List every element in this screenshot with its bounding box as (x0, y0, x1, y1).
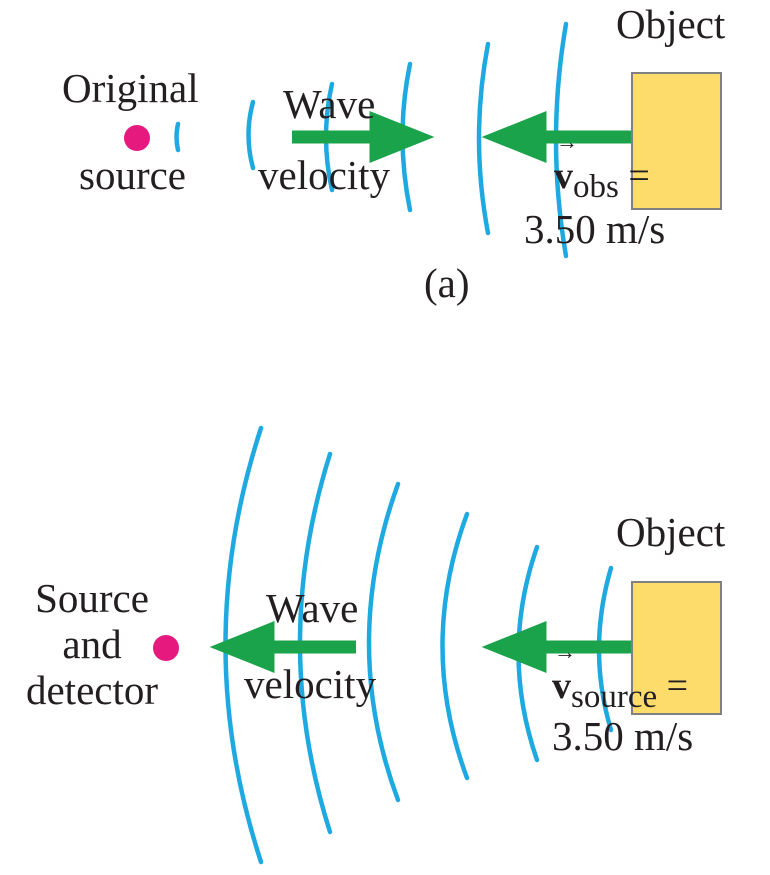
source-velocity-value: 3.50 m/s (552, 713, 694, 759)
wavefront-b-6 (223, 425, 264, 865)
panel-b-graphics (153, 425, 722, 865)
object-box-a (631, 72, 722, 210)
object-box-b (631, 581, 722, 715)
wave-velocity-label-a-line1: Wave (283, 81, 376, 127)
source-detector-label-line3: detector (25, 667, 159, 713)
observer-velocity-label: vobs = (554, 155, 650, 204)
source-detector-dot (153, 635, 179, 661)
original-source-dot (124, 125, 150, 151)
original-source-label-line1: Original (62, 65, 199, 111)
wavefront-b-2 (516, 544, 540, 763)
wavefront-a-2 (246, 99, 256, 171)
wave-velocity-label-b-line1: Wave (266, 585, 359, 631)
velocity-symbol-b: v (552, 665, 571, 707)
source-detector-label-line2: and (62, 621, 122, 667)
wave-velocity-label-a-line2: velocity (258, 152, 391, 198)
wave-velocity-label-b-line2: velocity (244, 661, 377, 707)
wavefront-a-4 (400, 61, 413, 213)
velocity-subscript-source: source (571, 679, 658, 715)
wavefront-a-5 (476, 41, 491, 236)
velocity-symbol-a: v (554, 155, 573, 197)
panel-a-graphics (124, 21, 722, 259)
source-velocity-label: vsource = (552, 665, 689, 714)
wavefront-a-1 (174, 121, 181, 153)
panel-a-caption: (a) (424, 260, 470, 306)
equals-sign-b: = (666, 665, 689, 707)
velocity-subscript-obs: obs (573, 169, 619, 205)
observer-velocity-value: 3.50 m/s (524, 206, 666, 252)
object-label-a: Object (616, 1, 726, 47)
source-detector-label-line1: Source (35, 575, 149, 621)
wavefront-b-4 (366, 481, 401, 803)
wavefront-b-3 (440, 511, 470, 781)
original-source-label-line2: source (79, 152, 187, 198)
equals-sign-a: = (628, 155, 650, 197)
object-label-b: Object (616, 509, 726, 555)
